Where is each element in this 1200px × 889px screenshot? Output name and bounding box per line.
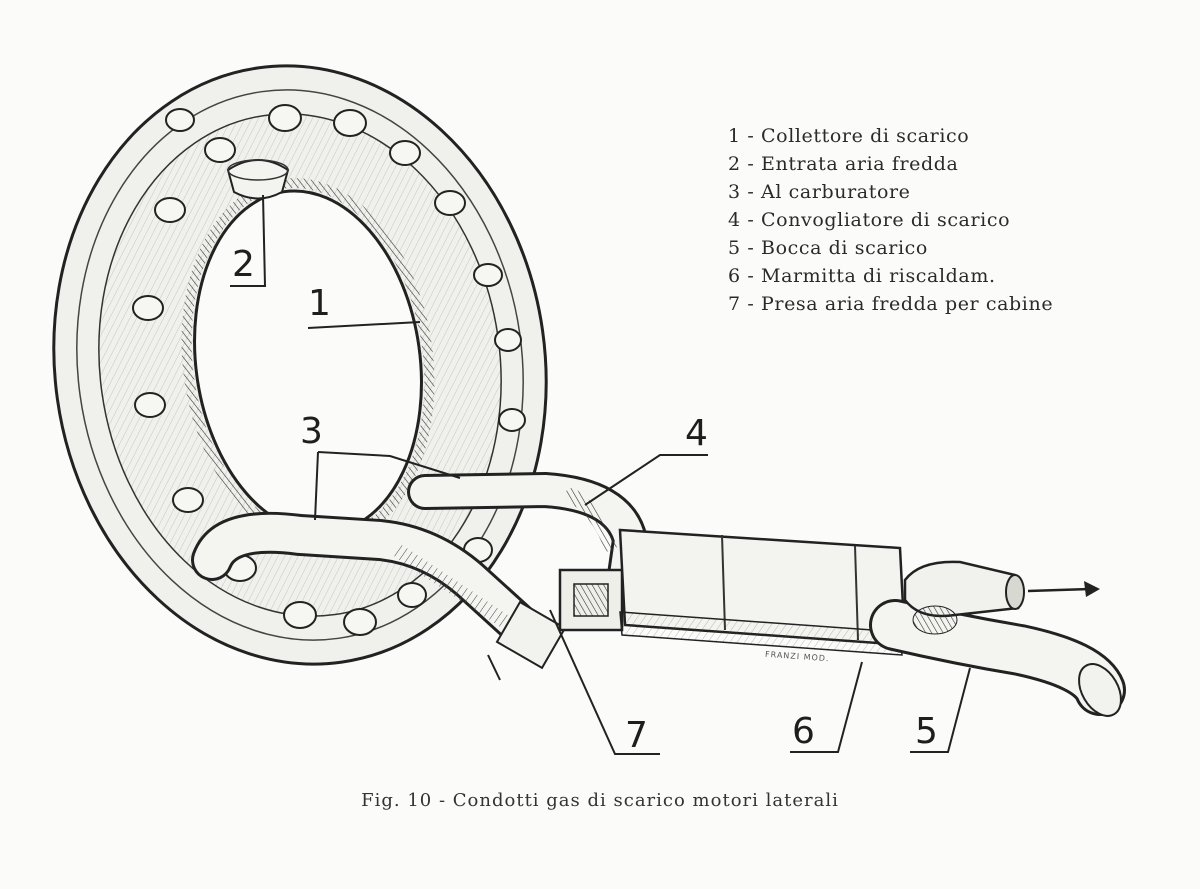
pipe-clamp bbox=[487, 600, 567, 681]
cold-air-inlet bbox=[226, 159, 290, 200]
callout-5: 5 bbox=[915, 711, 938, 752]
exhaust-mouth bbox=[869, 599, 1126, 717]
legend-item: 6 - Marmitta di riscaldam. bbox=[728, 265, 996, 287]
heating-muffler bbox=[618, 528, 907, 656]
callout-6: 6 bbox=[792, 711, 815, 752]
cabin-air-intake bbox=[558, 568, 624, 632]
callout-leaders bbox=[230, 194, 971, 755]
figure-caption: Fig. 10 - Condotti gas di scarico motori… bbox=[361, 790, 839, 811]
legend-item: 3 - Al carburatore bbox=[728, 181, 911, 203]
callout-3: 3 bbox=[300, 411, 323, 452]
callout-2: 2 bbox=[232, 244, 255, 285]
callout-1: 1 bbox=[308, 283, 331, 324]
legend-item: 4 - Convogliatore di scarico bbox=[728, 209, 1011, 231]
carburettor-pipe bbox=[191, 511, 546, 651]
legend-item: 1 - Collettore di scarico bbox=[728, 125, 970, 147]
callout-7: 7 bbox=[625, 715, 648, 756]
legend-item: 7 - Presa aria fredda per cabine bbox=[728, 293, 1054, 315]
exhaust-stubs bbox=[132, 104, 526, 636]
legend-item: 2 - Entrata aria fredda bbox=[728, 153, 959, 175]
flow-direction-arrow bbox=[1027, 581, 1100, 597]
legend-item: 5 - Bocca di scarico bbox=[728, 237, 928, 259]
legend: 1 - Collettore di scarico 2 - Entrata ar… bbox=[728, 122, 1148, 318]
exhaust-elbow bbox=[903, 560, 1025, 635]
callout-4: 4 bbox=[685, 413, 708, 454]
